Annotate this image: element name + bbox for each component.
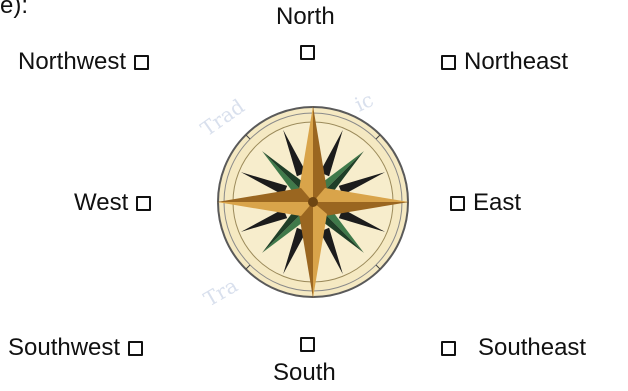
west-checkbox[interactable] xyxy=(136,196,151,211)
northeast-option[interactable]: Northeast xyxy=(441,48,568,76)
svg-text:Trad: Trad xyxy=(196,94,249,141)
southeast-label: Southeast xyxy=(478,334,586,362)
northwest-option[interactable]: Northwest xyxy=(18,48,149,76)
east-option[interactable]: East xyxy=(450,189,521,217)
east-label: East xyxy=(473,189,521,217)
southwest-option[interactable]: Southwest xyxy=(8,334,143,362)
svg-text:ic: ic xyxy=(351,87,377,116)
west-label: West xyxy=(74,189,128,217)
svg-text:Tra: Tra xyxy=(200,273,242,311)
northwest-label: Northwest xyxy=(18,48,126,76)
southwest-label: Southwest xyxy=(8,334,120,362)
southeast-option[interactable]: Southeast xyxy=(441,334,586,362)
east-checkbox[interactable] xyxy=(450,196,465,211)
partial-heading-text: e): xyxy=(0,0,28,20)
northeast-checkbox[interactable] xyxy=(441,55,456,70)
west-option[interactable]: West xyxy=(74,189,151,217)
south-checkbox[interactable] xyxy=(300,337,315,352)
northwest-checkbox[interactable] xyxy=(134,55,149,70)
south-label: South xyxy=(273,359,336,387)
compass-rose-icon: Trad ic Tra ic xyxy=(189,82,443,320)
north-checkbox[interactable] xyxy=(300,45,315,60)
southeast-checkbox[interactable] xyxy=(441,341,456,356)
north-label: North xyxy=(276,3,335,31)
northeast-label: Northeast xyxy=(464,48,568,76)
southwest-checkbox[interactable] xyxy=(128,341,143,356)
